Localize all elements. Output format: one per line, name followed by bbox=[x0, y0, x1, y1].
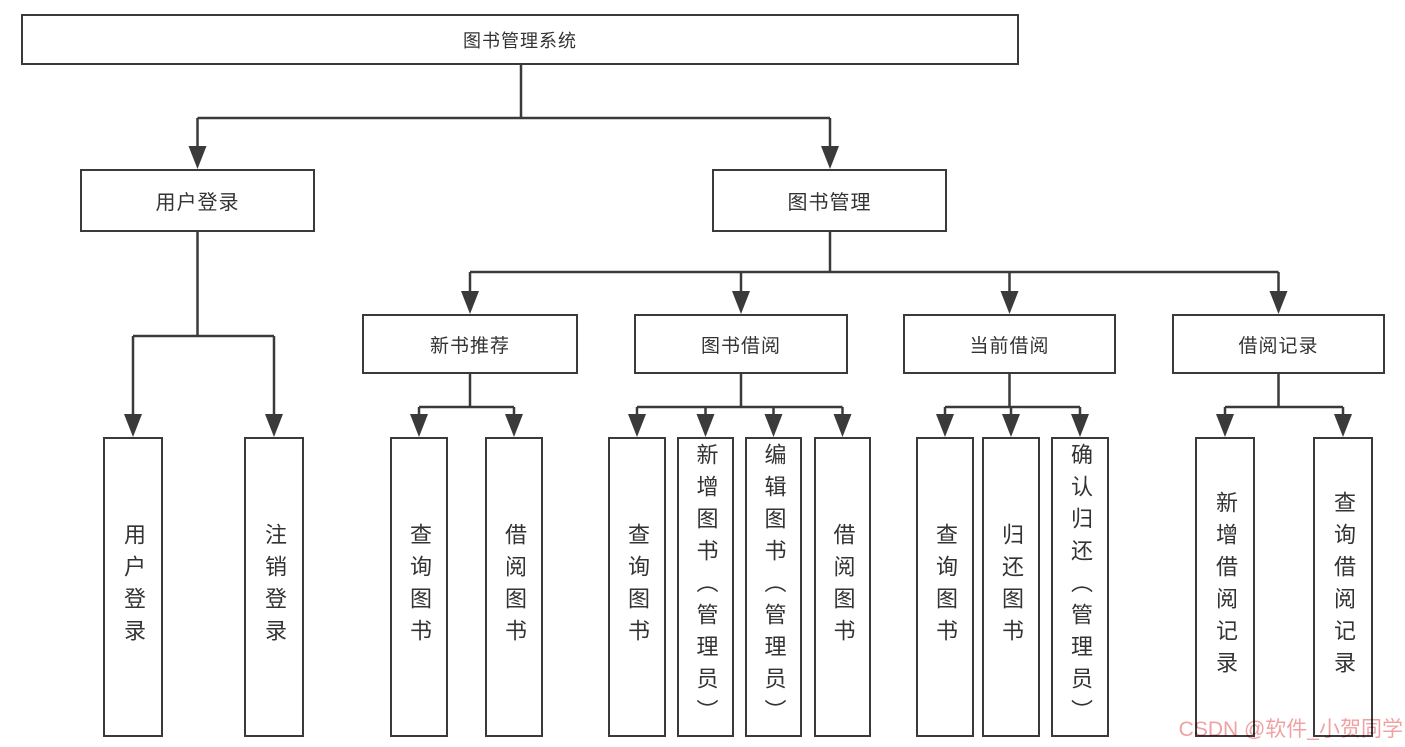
leaf-borrow-books-recommend: 借阅图书 bbox=[485, 437, 543, 737]
node-root-system: 图书管理系统 bbox=[21, 14, 1019, 65]
leaf-edit-books-admin-label: 编辑图书（管理员） bbox=[761, 443, 787, 731]
node-book-borrow-label: 图书借阅 bbox=[700, 335, 781, 357]
leaf-return-books-label: 归还图书 bbox=[999, 523, 1024, 651]
leaf-borrow-books-recommend-label: 借阅图书 bbox=[502, 523, 527, 651]
leaf-edit-books-admin: 编辑图书（管理员） bbox=[745, 437, 802, 737]
node-borrow-record: 借阅记录 bbox=[1172, 314, 1385, 374]
node-new-book-recommend: 新书推荐 bbox=[362, 314, 578, 374]
node-book-management: 图书管理 bbox=[712, 169, 947, 232]
leaf-confirm-return-admin-label: 确认归还（管理员） bbox=[1068, 443, 1093, 731]
leaf-user-login-label: 用户登录 bbox=[121, 523, 146, 651]
leaf-add-borrow-record-label: 新增借阅记录 bbox=[1213, 491, 1238, 683]
node-current-borrow-label: 当前借阅 bbox=[969, 335, 1050, 357]
leaf-query-books-borrow-label: 查询图书 bbox=[625, 523, 650, 651]
csdn-watermark: CSDN @软件_小贺同学 bbox=[1178, 718, 1403, 741]
leaf-query-borrow-record: 查询借阅记录 bbox=[1313, 437, 1373, 737]
leaf-query-books-current-label: 查询图书 bbox=[933, 523, 958, 651]
leaf-add-books-admin-label: 新增图书（管理员） bbox=[693, 443, 719, 731]
leaf-query-books-current: 查询图书 bbox=[916, 437, 974, 737]
leaf-borrow-books-label: 借阅图书 bbox=[830, 523, 856, 651]
node-borrow-record-label: 借阅记录 bbox=[1238, 335, 1319, 357]
leaf-query-books-recommend: 查询图书 bbox=[390, 437, 448, 737]
node-book-management-label: 图书管理 bbox=[787, 192, 872, 214]
leaf-add-borrow-record: 新增借阅记录 bbox=[1195, 437, 1255, 737]
node-current-borrow: 当前借阅 bbox=[903, 314, 1116, 374]
leaf-user-login: 用户登录 bbox=[103, 437, 163, 737]
leaf-return-books: 归还图书 bbox=[982, 437, 1040, 737]
leaf-confirm-return-admin: 确认归还（管理员） bbox=[1051, 437, 1109, 737]
leaf-borrow-books: 借阅图书 bbox=[814, 437, 871, 737]
node-user-login-label: 用户登录 bbox=[155, 192, 240, 214]
leaf-query-books-borrow: 查询图书 bbox=[608, 437, 666, 737]
node-user-login: 用户登录 bbox=[80, 169, 315, 232]
node-book-borrow: 图书借阅 bbox=[634, 314, 848, 374]
node-root-label: 图书管理系统 bbox=[463, 30, 577, 51]
leaf-logout: 注销登录 bbox=[244, 437, 304, 737]
node-new-book-recommend-label: 新书推荐 bbox=[429, 335, 510, 357]
leaf-query-books-recommend-label: 查询图书 bbox=[407, 523, 432, 651]
leaf-query-borrow-record-label: 查询借阅记录 bbox=[1331, 491, 1356, 683]
leaf-add-books-admin: 新增图书（管理员） bbox=[677, 437, 734, 737]
leaf-logout-label: 注销登录 bbox=[262, 523, 287, 651]
